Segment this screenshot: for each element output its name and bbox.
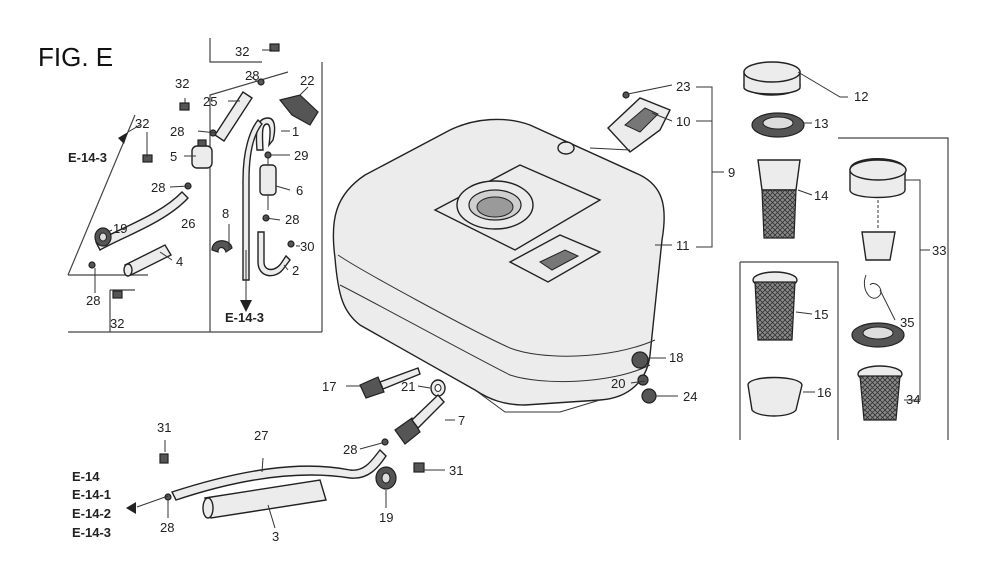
label-18: 18: [669, 350, 683, 365]
mount-parts-18-20-24: [631, 351, 657, 404]
gasket-35: [851, 322, 905, 348]
label-12: 12: [854, 89, 868, 104]
label-32-bottom: 32: [110, 316, 124, 331]
strainer-34: [857, 365, 903, 421]
label-10: 10: [676, 114, 690, 129]
figure-title: FIG. E: [38, 42, 113, 72]
label-24: 24: [683, 389, 697, 404]
label-31-left: 31: [157, 420, 171, 435]
label-34: 34: [906, 392, 920, 407]
clip-31: [159, 453, 425, 473]
label-21: 21: [401, 379, 415, 394]
hose-25: [214, 91, 253, 142]
fuel-filter-6: [259, 155, 277, 210]
label-19-lower: 19: [379, 510, 393, 525]
label-28-b: 28: [170, 124, 184, 139]
leader-lines: [94, 49, 930, 529]
label-15: 15: [814, 307, 828, 322]
label-16: 16: [817, 385, 831, 400]
tube-4: [123, 244, 172, 277]
grommet-19-upper: [94, 227, 112, 247]
label-32-left: 32: [135, 116, 149, 131]
label-14: 14: [814, 188, 828, 203]
fuel-cap-33: [849, 158, 907, 299]
label-6: 6: [296, 183, 303, 198]
strainer-15: [752, 271, 798, 341]
label-28-c: 28: [151, 180, 165, 195]
label-28-tank: 28: [343, 442, 357, 457]
ref-e14-3-list[interactable]: E-14-3: [72, 525, 111, 540]
label-5: 5: [170, 149, 177, 164]
bolt-17: [359, 367, 421, 399]
label-3: 3: [272, 529, 279, 544]
label-7: 7: [458, 413, 465, 428]
ref-e14-3-bottom[interactable]: E-14-3: [225, 310, 264, 325]
grommet-19-lower: [375, 466, 397, 490]
pipe-2: [257, 231, 291, 277]
right-frames: [739, 137, 949, 440]
label-33: 33: [932, 243, 946, 258]
ref-e14-1[interactable]: E-14-1: [72, 487, 111, 502]
fuel-line-frame: [67, 38, 323, 333]
tube-3: [202, 479, 327, 519]
label-32-top: 32: [235, 44, 249, 59]
fuel-line-27: [171, 448, 387, 501]
washer-21: [430, 379, 446, 397]
label-28-top: 28: [245, 68, 259, 83]
label-28-d: 28: [285, 212, 299, 227]
label-25: 25: [203, 94, 217, 109]
label-26: 26: [181, 216, 195, 231]
reference-labels: E-14-3 E-14-3 E-14 E-14-1 E-14-2 E-14-3: [68, 150, 264, 540]
label-8: 8: [222, 206, 229, 221]
label-19-upper: 19: [113, 221, 127, 236]
label-17: 17: [322, 379, 336, 394]
label-23: 23: [676, 79, 690, 94]
label-35: 35: [900, 315, 914, 330]
fuel-line-main: [242, 118, 263, 281]
strainer-14: [757, 159, 801, 239]
fuel-filter-5: [191, 139, 213, 169]
label-29: 29: [294, 148, 308, 163]
ring-16: [747, 376, 803, 417]
ref-e14[interactable]: E-14: [72, 469, 100, 484]
clip-8: [211, 240, 233, 253]
label-30: 30: [300, 239, 314, 254]
fuel-cap-12: [743, 61, 801, 96]
label-28-e: 28: [86, 293, 100, 308]
hose-26: [95, 190, 189, 251]
ref-e14-3-top[interactable]: E-14-3: [68, 150, 107, 165]
label-20: 20: [611, 376, 625, 391]
label-11: 11: [676, 238, 690, 253]
part-labels: 12 13 14 15 16 33 35 34 23 10 9 11 18 20…: [86, 44, 946, 544]
label-31-right: 31: [449, 463, 463, 478]
bracket-22: [278, 94, 319, 126]
label-4: 4: [176, 254, 183, 269]
label-22: 22: [300, 73, 314, 88]
gasket-13: [751, 112, 805, 138]
label-32-mid: 32: [175, 76, 189, 91]
fuel-valve-7: [394, 393, 445, 445]
label-2: 2: [292, 263, 299, 278]
fuel-gauge-10: [557, 91, 671, 155]
label-9: 9: [728, 165, 735, 180]
label-28-bottom: 28: [160, 520, 174, 535]
fuel-tank-11: [332, 118, 665, 413]
label-13: 13: [814, 116, 828, 131]
label-1: 1: [292, 124, 299, 139]
ref-e14-2[interactable]: E-14-2: [72, 506, 111, 521]
label-27: 27: [254, 428, 268, 443]
